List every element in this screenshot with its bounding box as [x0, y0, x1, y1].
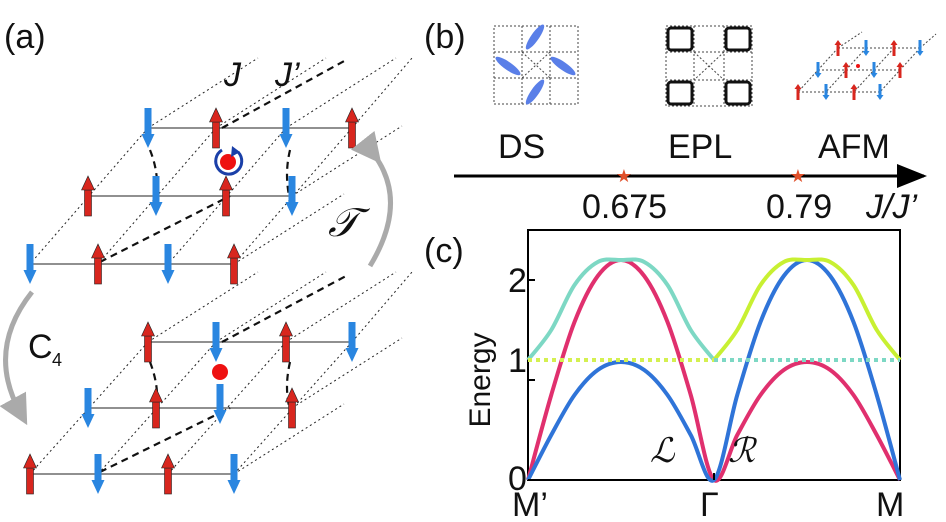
j-label: J — [223, 56, 242, 94]
series-line-2 — [526, 257, 716, 362]
rotation-arrowhead-icon — [231, 146, 240, 157]
panel-a: (a) — [0, 18, 413, 495]
afm-spin-down-icon — [814, 62, 822, 78]
spin-up-arrow-icon — [209, 107, 223, 149]
time-reversal-label: 𝒯 — [328, 201, 371, 245]
afm-spin-up-icon — [834, 40, 842, 56]
spin-down-arrow-icon — [149, 176, 163, 216]
afm-spin-up-icon — [850, 84, 858, 100]
spin-up-arrow-icon — [23, 453, 37, 495]
lower-j-bonds — [99, 275, 347, 473]
afm-spin-down-icon — [870, 62, 878, 78]
spin-up-arrow-icon — [279, 321, 293, 363]
ytick-2: 2 — [508, 262, 527, 300]
spin-up-arrow-icon — [91, 243, 105, 285]
phase-epl: EPL — [668, 128, 732, 166]
axis-label-j-over-jp: J/J’ — [865, 188, 917, 226]
afm-spin-up-icon — [794, 84, 802, 100]
spin-down-arrow-icon — [23, 244, 37, 284]
afm-spin-down-icon — [862, 40, 870, 56]
afm-pattern-icon — [794, 31, 937, 100]
series-line-3 — [712, 257, 902, 362]
spin-up-arrow-icon — [219, 175, 233, 217]
afm-spin-up-icon — [890, 40, 898, 56]
spin-up-arrow-icon — [285, 387, 299, 429]
afm-spin-down-icon — [876, 84, 884, 100]
spin-down-arrow-icon — [81, 388, 95, 428]
epl-pattern-icon — [665, 25, 753, 107]
spin-down-arrow-icon — [227, 454, 241, 494]
panel-c: (c) Energy 2 1 0 M’ Γ M ℒ ℛ — [424, 229, 904, 522]
spin-down-arrow-icon — [161, 244, 175, 284]
plot-frame — [527, 229, 901, 481]
tick-079: 0.79 — [766, 188, 832, 226]
panel-c-label: (c) — [424, 232, 464, 270]
spins — [23, 107, 359, 495]
upper-j-bonds — [99, 59, 347, 263]
spin-up-arrow-icon — [161, 453, 175, 495]
spin-down-arrow-icon — [285, 176, 299, 216]
spin-down-arrow-icon — [345, 322, 359, 362]
panel-b-label: (b) — [424, 18, 466, 56]
afm-spin-down-icon — [822, 84, 830, 100]
rotation-icon — [214, 148, 244, 176]
dispersion-plot — [526, 229, 902, 483]
ds-pattern-icon — [493, 24, 579, 105]
afm-spin-down-icon — [916, 40, 924, 56]
xtick-m: M — [876, 486, 904, 522]
time-reversal-arrow-icon — [350, 130, 393, 268]
panel-a-label: (a) — [4, 18, 46, 56]
ytick-0: 0 — [508, 460, 527, 498]
label-R: ℛ — [728, 432, 758, 470]
spin-down-arrow-icon — [141, 108, 155, 148]
phase-afm: AFM — [818, 128, 890, 166]
inversion-center-lower — [212, 364, 228, 380]
xtick-gamma: Γ — [700, 486, 719, 522]
tick-0675: 0.675 — [582, 188, 667, 226]
series-line-0 — [526, 257, 902, 483]
spin-up-arrow-icon — [227, 243, 241, 285]
c4-rotation-arrow-icon — [0, 290, 34, 426]
afm-spin-up-icon — [842, 62, 850, 78]
spin-down-arrow-icon — [209, 322, 223, 362]
y-axis-label: Energy — [464, 332, 497, 427]
phase-ds: DS — [498, 128, 545, 166]
spin-down-arrow-icon — [213, 384, 227, 424]
afm-spin-up-icon — [896, 62, 904, 78]
spin-down-arrow-icon — [91, 454, 105, 494]
label-L: ℒ — [650, 432, 676, 470]
spin-up-arrow-icon — [141, 321, 155, 363]
spin-up-arrow-icon — [149, 387, 163, 429]
panel-b: (b) — [424, 18, 937, 226]
spin-up-arrow-icon — [81, 175, 95, 217]
c4-subscript: 4 — [52, 350, 62, 370]
c4-label: C — [28, 328, 53, 366]
lower-lattice — [29, 271, 413, 475]
jp-label: J’ — [274, 56, 300, 94]
star-0675-icon: ★ — [616, 166, 632, 186]
star-079-icon: ★ — [790, 166, 806, 186]
afm-center-dot — [856, 64, 860, 68]
inversion-center-upper — [220, 154, 236, 170]
xtick-mprime: M’ — [512, 486, 548, 522]
ytick-1: 1 — [508, 342, 527, 380]
spin-down-arrow-icon — [279, 108, 293, 148]
series-line-1 — [526, 257, 902, 483]
